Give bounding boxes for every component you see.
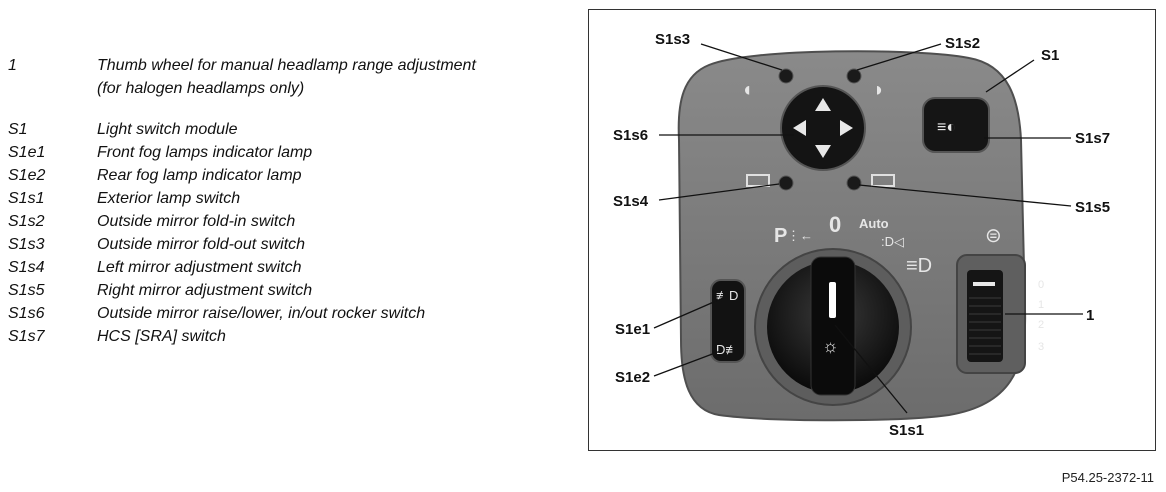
hcs-switch	[922, 97, 990, 153]
legend-row: S1s4 Left mirror adjustment switch	[8, 256, 578, 279]
legend-row: S1 Light switch module	[8, 118, 578, 141]
legend-description: Rear fog lamp indicator lamp	[97, 164, 578, 187]
legend-description: Outside mirror raise/lower, in/out rocke…	[97, 302, 578, 325]
legend-row: S1e1 Front fog lamps indicator lamp	[8, 141, 578, 164]
legend-description: Outside mirror fold-in switch	[97, 210, 578, 233]
hcs-icon: ≡◐	[937, 119, 956, 136]
callout-s1s3: S1s3	[655, 31, 690, 48]
auto-position-label: Auto	[859, 216, 889, 231]
rear-fog-indicator-icon: D≢	[716, 342, 738, 357]
arrow-right-icon	[840, 120, 853, 136]
parking-light-label: P	[774, 225, 787, 247]
callout-1: 1	[1086, 307, 1094, 324]
legend-description: Exterior lamp switch	[97, 187, 578, 210]
legend-description-line: HCS [SRA] switch	[97, 328, 226, 345]
auto-light-icon: :D◁	[881, 234, 904, 249]
thumb-wheel-ridges	[969, 297, 1001, 355]
interior-light-icon: ☼	[822, 336, 839, 356]
legend-row: S1s7 HCS [SRA] switch	[8, 325, 578, 348]
mirror-fold-in-button	[846, 68, 862, 84]
legend-description-line: Left mirror adjustment switch	[97, 259, 302, 276]
legend-key: S1s6	[8, 305, 45, 322]
legend-description-line: Exterior lamp switch	[97, 190, 241, 207]
switch-module-figure: ◖ ◗ ≡◐ P ⋮← 0 Auto :D◁ ≡D ⊜ ☼ ≢D D≢	[588, 9, 1156, 451]
fog-lamp-button-housing	[710, 279, 746, 363]
legend-key: S1s2	[8, 213, 45, 230]
callout-s1s2: S1s2	[945, 35, 980, 52]
fold-in-icon: ◗	[873, 79, 885, 101]
legend-row: S1e2 Rear fog lamp indicator lamp	[8, 164, 578, 187]
legend-key: S1s7	[8, 328, 45, 345]
legend-description: Right mirror adjustment switch	[97, 279, 578, 302]
legend-description: Front fog lamps indicator lamp	[97, 141, 578, 164]
switch-module-illustration: ◖ ◗ ≡◐ P ⋮← 0 Auto :D◁ ≡D ⊜ ☼ ≢D D≢	[613, 31, 1110, 439]
legend-description: HCS [SRA] switch	[97, 325, 578, 348]
legend-key: S1e1	[8, 144, 46, 161]
mirror-fold-out-button	[778, 68, 794, 84]
legend-description: Thumb wheel for manual headlamp range ad…	[97, 54, 578, 100]
legend-description-line: Right mirror adjustment switch	[97, 282, 313, 299]
mirror-rocker-switch	[780, 85, 866, 171]
parking-light-icon: ⋮←	[787, 228, 813, 243]
legend-key: S1s5	[8, 282, 45, 299]
low-beam-icon: ≡D	[906, 255, 932, 277]
right-mirror-icon	[871, 174, 895, 187]
legend-description-line: Outside mirror fold-out switch	[97, 236, 306, 253]
scale-0: 0	[1038, 279, 1044, 291]
left-mirror-icon	[746, 174, 770, 187]
legend-description-line: Rear fog lamp indicator lamp	[97, 167, 302, 184]
fold-out-icon: ◖	[741, 79, 753, 101]
legend-key: S1e2	[8, 167, 46, 184]
arrow-left-icon	[793, 120, 806, 136]
legend-row: S1s1 Exterior lamp switch	[8, 187, 578, 210]
callout-s1s4: S1s4	[613, 193, 649, 210]
legend-key: S1s1	[8, 190, 45, 207]
legend-row: S1s3 Outside mirror fold-out switch	[8, 233, 578, 256]
front-fog-indicator-icon: ≢D	[716, 288, 738, 303]
legend-description-line: Outside mirror fold-in switch	[97, 213, 296, 230]
callout-s1: S1	[1041, 47, 1059, 64]
legend-key: S1s3	[8, 236, 45, 253]
callout-s1e1: S1e1	[615, 321, 650, 338]
legend-description-line: Outside mirror raise/lower, in/out rocke…	[97, 305, 426, 322]
scale-2: 2	[1038, 319, 1044, 331]
callout-s1e2: S1e2	[615, 369, 650, 386]
legend-key: 1	[8, 57, 17, 74]
leader-lines	[653, 43, 1083, 414]
legend-key: S1s4	[8, 259, 45, 276]
headlamp-range-thumb-wheel	[967, 270, 1003, 362]
legend-description: Left mirror adjustment switch	[97, 256, 578, 279]
scale-1: 1	[1038, 299, 1044, 311]
legend-row: S1s2 Outside mirror fold-in switch	[8, 210, 578, 233]
knob-pointer	[829, 282, 836, 318]
legend-description-line: Light switch module	[97, 121, 238, 138]
legend-description-line: (for halogen headlamps only)	[97, 80, 305, 97]
figure-id: P54.25-2372-11	[1061, 470, 1154, 485]
legend-description: Outside mirror fold-out switch	[97, 233, 578, 256]
callout-s1s5: S1s5	[1075, 199, 1110, 216]
left-mirror-button	[778, 175, 794, 191]
off-position-label: 0	[829, 212, 841, 237]
legend-key: S1	[8, 121, 28, 138]
legend-description: Light switch module	[97, 118, 578, 141]
legend-row: S1s5 Right mirror adjustment switch	[8, 279, 578, 302]
legend-row: 1 Thumb wheel for manual headlamp range a…	[8, 54, 578, 100]
callout-s1s7: S1s7	[1075, 130, 1110, 147]
callout-s1s6: S1s6	[613, 127, 648, 144]
legend-description-line: Thumb wheel for manual headlamp range ad…	[97, 57, 476, 74]
legend-description-line: Front fog lamps indicator lamp	[97, 144, 313, 161]
legend-row: S1s6 Outside mirror raise/lower, in/out r…	[8, 302, 578, 325]
scale-3: 3	[1038, 341, 1044, 353]
arrow-up-icon	[815, 98, 831, 111]
legend-list: 1 Thumb wheel for manual headlamp range a…	[8, 54, 578, 348]
front-fog-icon: ⊜	[985, 225, 1002, 247]
thumb-wheel-mark	[973, 282, 995, 286]
knob-grip	[810, 256, 856, 396]
callout-s1s1: S1s1	[889, 422, 924, 439]
arrow-down-icon	[815, 145, 831, 158]
right-mirror-button	[846, 175, 862, 191]
